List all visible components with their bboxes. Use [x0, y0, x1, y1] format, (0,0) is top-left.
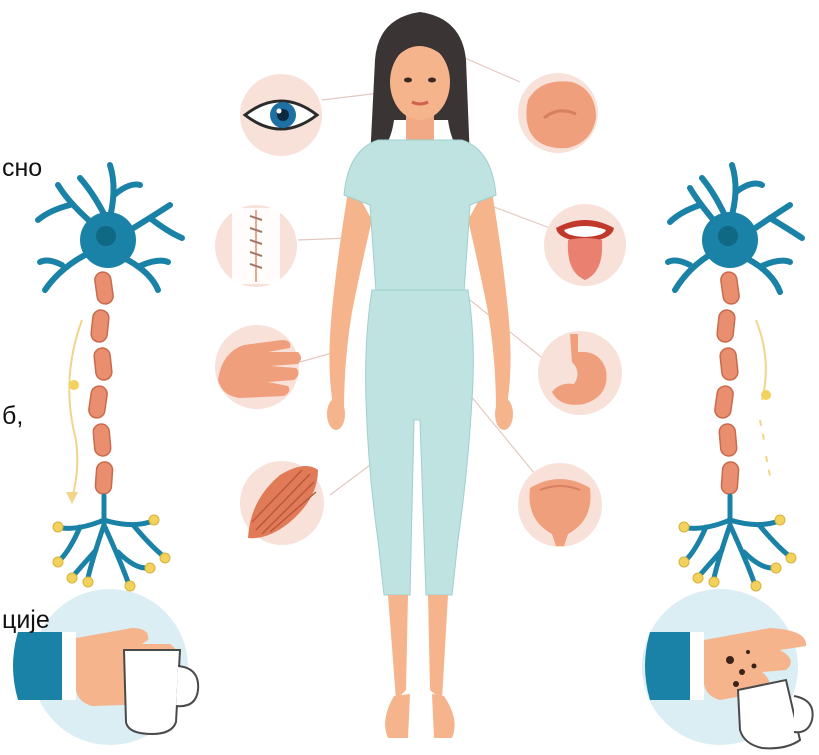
- skin-stitch-circle: [215, 205, 297, 287]
- tongue-circle: [544, 204, 626, 286]
- ear-circle: [518, 73, 598, 153]
- text-fragment-1: сно: [2, 156, 42, 181]
- eye-circle: [240, 74, 322, 156]
- hand-circle: [215, 325, 301, 409]
- woman-figure: [327, 12, 513, 738]
- bladder-circle: [518, 463, 602, 547]
- stomach-circle: [538, 331, 622, 415]
- hand-spilling-cup: [642, 589, 813, 748]
- right-neuron: [668, 165, 802, 591]
- left-neuron: [38, 165, 182, 591]
- muscle-circle: [240, 461, 324, 545]
- text-fragment-2: б,: [2, 404, 23, 429]
- text-fragment-3: ције: [2, 608, 50, 633]
